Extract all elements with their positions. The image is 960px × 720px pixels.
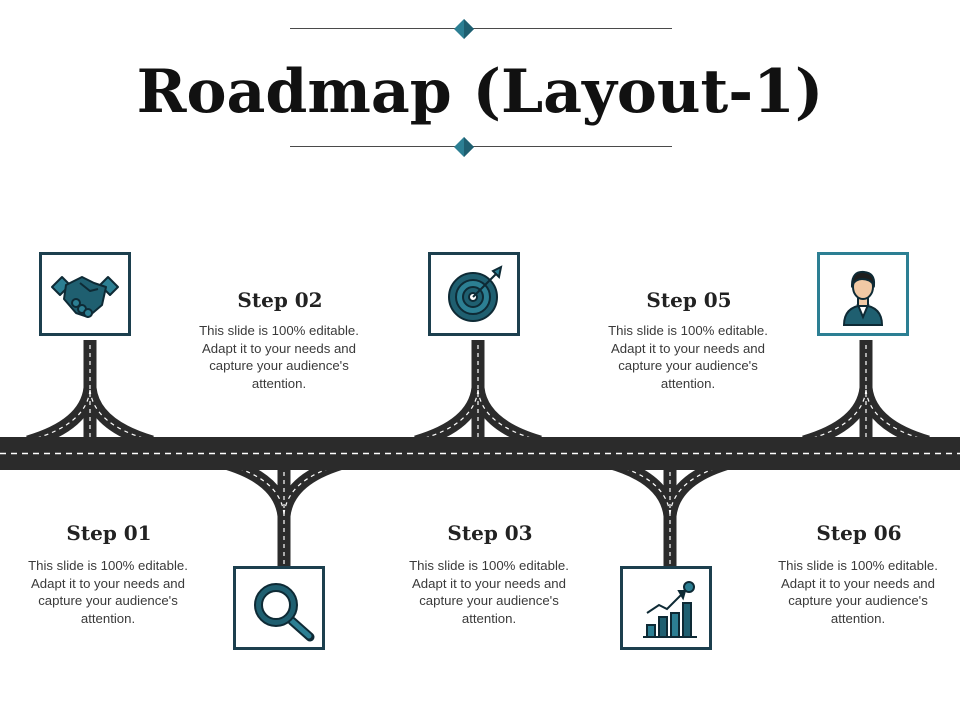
page-title: Roadmap (Layout-1) — [136, 57, 824, 127]
step-description-01: This slide is 100% editable. Adapt it to… — [28, 558, 188, 626]
title-divider-bottom — [290, 135, 672, 159]
diamond-ornament-icon — [454, 137, 474, 157]
step-description-05: This slide is 100% editable. Adapt it to… — [608, 323, 768, 391]
handshake-icon — [51, 276, 119, 318]
businessman-icon — [842, 270, 884, 326]
title-divider-top — [290, 17, 672, 41]
businessman-icon-box — [817, 252, 909, 336]
step-title-03: Step 03 — [447, 521, 533, 545]
diamond-ornament-icon — [454, 19, 474, 39]
step-description-06: This slide is 100% editable. Adapt it to… — [778, 558, 938, 626]
handshake-icon-box — [39, 252, 131, 336]
growth-chart-icon — [643, 581, 697, 638]
search-icon-box — [233, 566, 325, 650]
step-title-05: Step 05 — [646, 288, 732, 312]
step-title-02: Step 02 — [237, 288, 323, 312]
target-icon — [448, 265, 503, 322]
step-title-01: Step 01 — [66, 521, 152, 545]
step-description-03: This slide is 100% editable. Adapt it to… — [409, 558, 569, 626]
step-description-02: This slide is 100% editable. Adapt it to… — [199, 323, 359, 391]
step-title-06: Step 06 — [816, 521, 902, 545]
growth-chart-icon-box — [620, 566, 712, 650]
target-icon-box — [428, 252, 520, 336]
search-icon — [254, 583, 315, 642]
